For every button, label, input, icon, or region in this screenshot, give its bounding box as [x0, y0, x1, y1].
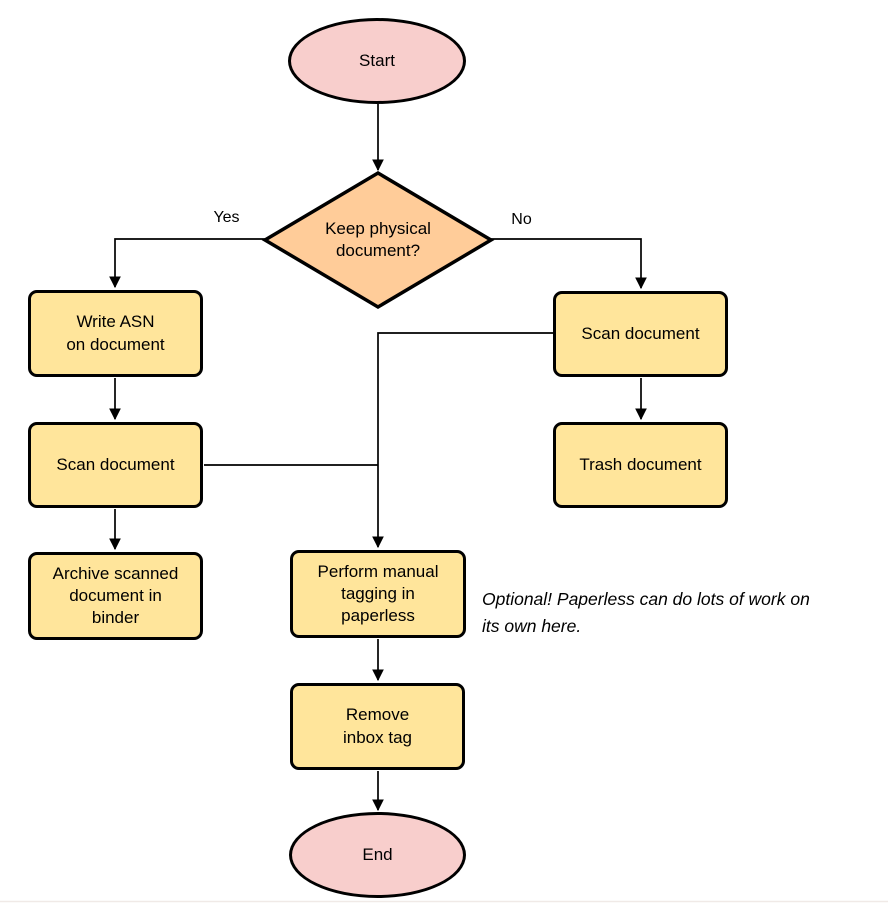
node-start-label: Start — [359, 50, 395, 70]
node-perform-manual-tagging-label: Perform manual tagging in paperless — [317, 561, 439, 626]
node-write-asn-label: Write ASN on document — [66, 312, 165, 354]
edge-decision-no-to-scan-right — [490, 238, 647, 290]
node-perform-manual-tagging: Perform manual tagging in paperless — [290, 550, 466, 638]
edge-scan-right-to-perform-tagging — [372, 332, 554, 549]
node-start: Start — [288, 18, 466, 104]
node-archive-scanned-document: Archive scanned document in binder — [28, 552, 203, 640]
edge-label-yes: Yes — [213, 209, 240, 226]
node-scan-document-right: Scan document — [553, 291, 728, 377]
annotation-optional-note: Optional! Paperless can do lots of work … — [482, 589, 810, 636]
node-remove-inbox-tag: Remove inbox tag — [290, 683, 465, 770]
edge-label-no: No — [511, 211, 532, 228]
node-trash-document-label: Trash document — [579, 454, 702, 474]
node-scan-document-left-label: Scan document — [56, 454, 175, 474]
node-decision-label: Keep physical document? — [325, 218, 431, 260]
decision-diamond-shape — [261, 170, 495, 310]
node-archive-scanned-document-label: Archive scanned document in binder — [52, 563, 179, 628]
node-end: End — [289, 812, 466, 898]
node-trash-document: Trash document — [553, 422, 728, 508]
node-write-asn: Write ASN on document — [28, 290, 203, 377]
node-end-label: End — [362, 844, 393, 864]
node-remove-inbox-tag-label: Remove inbox tag — [343, 705, 412, 747]
edge-decision-yes-to-write-asn — [109, 238, 266, 289]
node-scan-document-left: Scan document — [28, 422, 203, 508]
node-scan-document-right-label: Scan document — [581, 323, 700, 343]
